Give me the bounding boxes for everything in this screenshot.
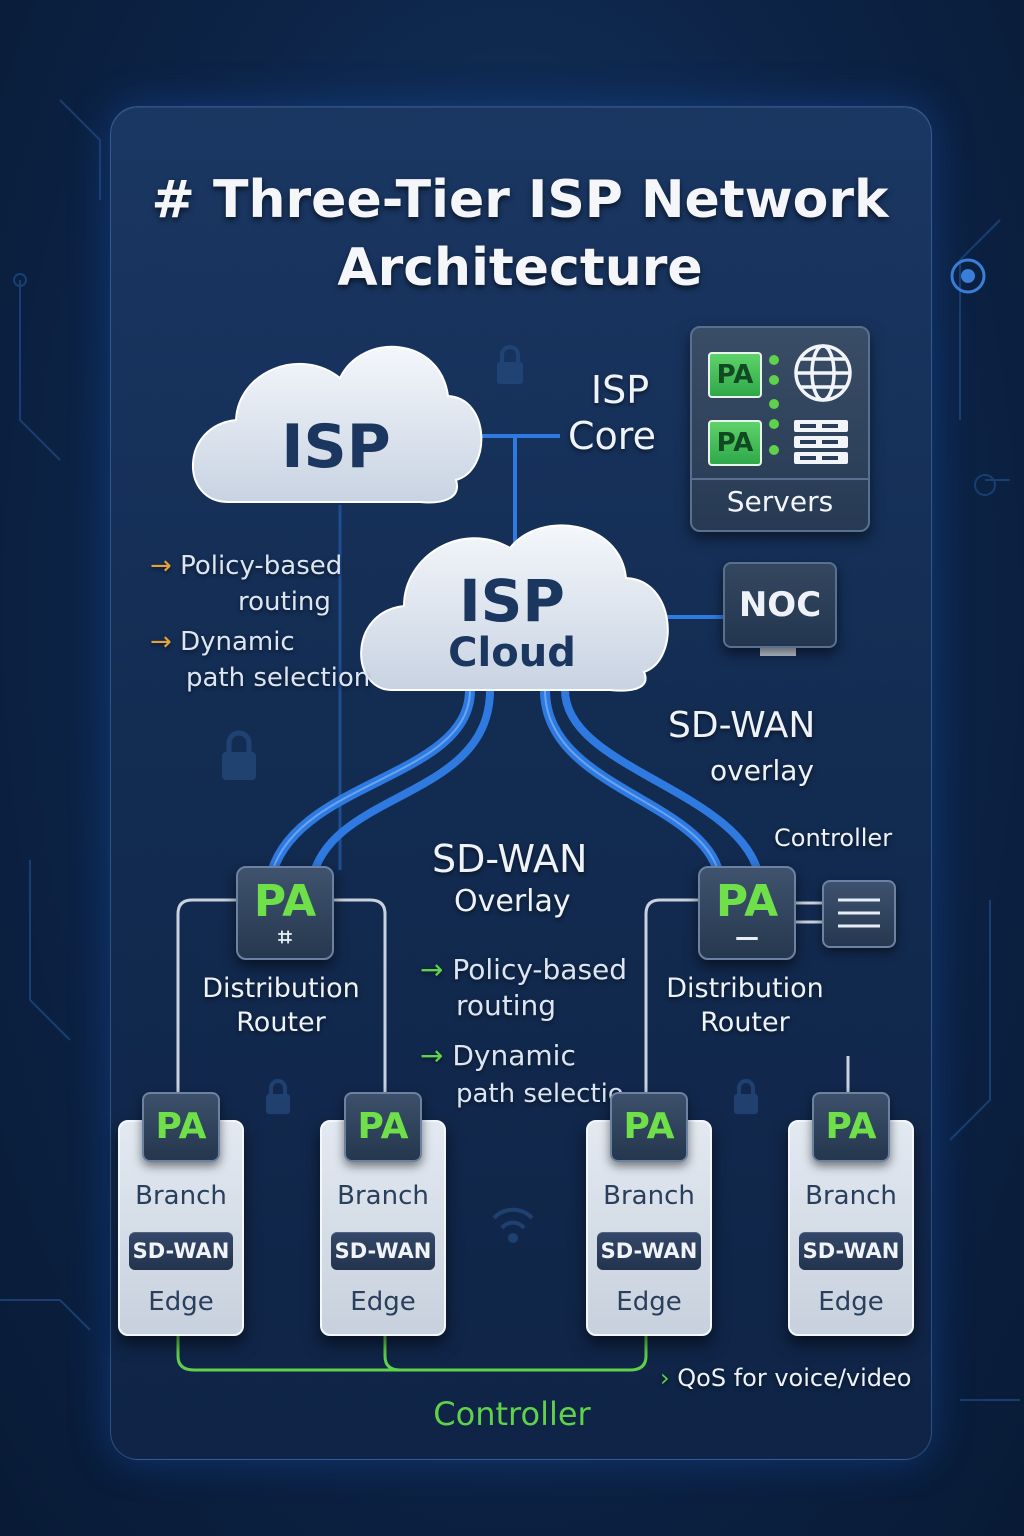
center-bullet-2: → Dynamic bbox=[420, 1039, 576, 1072]
target-node-icon bbox=[950, 258, 986, 294]
isp-cloud-center-label-2: Cloud bbox=[448, 630, 576, 676]
branch-edge-card[interactable]: Branch SD-WAN Edge bbox=[320, 1120, 446, 1336]
edge-pa-badge: PA bbox=[812, 1092, 890, 1162]
edge-branch-label: Branch bbox=[603, 1181, 695, 1211]
router-right-label-1: Distribution bbox=[666, 973, 824, 1004]
left-bullet-2: → Dynamic bbox=[150, 627, 295, 657]
qos-label: › QoS for voice/video bbox=[660, 1364, 912, 1392]
lock-icon bbox=[266, 1079, 290, 1114]
arrow-icon: → bbox=[150, 551, 172, 581]
sdwan-badge: SD-WAN bbox=[331, 1232, 435, 1270]
diagram-title-line2: Architecture bbox=[337, 238, 703, 298]
branch-edge-card[interactable]: Branch SD-WAN Edge bbox=[118, 1120, 244, 1336]
edge-pa-badge: PA bbox=[344, 1092, 422, 1162]
distribution-router-right[interactable]: PA — bbox=[698, 866, 796, 960]
sdwan-badge: SD-WAN bbox=[129, 1232, 233, 1270]
edge-branch-label: Branch bbox=[337, 1181, 429, 1211]
center-bullet-1: → Policy-based bbox=[420, 953, 628, 986]
branch-edge-card[interactable]: Branch SD-WAN Edge bbox=[586, 1120, 712, 1336]
controller-bottom-label: Controller bbox=[433, 1395, 591, 1433]
edge-edge-label: Edge bbox=[350, 1287, 416, 1317]
isp-cloud-center-label-1: ISP bbox=[459, 567, 565, 635]
sdwan-overlay-right-1: SD-WAN bbox=[668, 705, 816, 746]
lock-icon bbox=[734, 1079, 758, 1114]
isp-cloud-center-shape bbox=[360, 524, 669, 692]
edge-edge-label: Edge bbox=[818, 1287, 884, 1317]
arrow-icon: → bbox=[150, 627, 172, 657]
sdwan-overlay-center-1: SD-WAN bbox=[432, 837, 588, 881]
edge-edge-label: Edge bbox=[616, 1287, 682, 1317]
chevron-right-icon: › bbox=[660, 1364, 670, 1392]
edge-pa-badge: PA bbox=[610, 1092, 688, 1162]
left-bullet-2-cont: path selection bbox=[186, 663, 371, 693]
router-left-label-1: Distribution bbox=[202, 973, 360, 1004]
router-port-icon: — bbox=[735, 923, 759, 951]
server-pa-badge: PA bbox=[708, 420, 762, 466]
globe-icon bbox=[794, 344, 852, 402]
servers-box[interactable]: PA PA Servers bbox=[690, 326, 870, 532]
router-left-label-2: Router bbox=[236, 1007, 326, 1038]
sdwan-badge: SD-WAN bbox=[597, 1232, 701, 1270]
servers-label: Servers bbox=[726, 485, 834, 518]
isp-cloud-label: ISP bbox=[281, 412, 391, 482]
edge-pa-badge: PA bbox=[142, 1092, 220, 1162]
edge-edge-label: Edge bbox=[148, 1287, 214, 1317]
isp-core-label-2: Core bbox=[568, 414, 656, 458]
router-port-icon: ⌗ bbox=[278, 923, 292, 951]
server-pa-badge: PA bbox=[708, 352, 762, 398]
lock-icon bbox=[497, 345, 523, 384]
router-pa-label: PA bbox=[253, 876, 317, 927]
arrow-icon: → bbox=[420, 1039, 444, 1072]
wifi-icon bbox=[492, 1207, 534, 1243]
left-bullet-1: → Policy-based bbox=[150, 551, 343, 581]
left-bullet-1-cont: routing bbox=[238, 587, 331, 617]
router-right-label-2: Router bbox=[700, 1007, 790, 1038]
center-bullet-2-cont: path selectio bbox=[456, 1079, 624, 1109]
controller-label-right: Controller bbox=[774, 824, 893, 852]
center-bullet-1-cont: routing bbox=[456, 989, 557, 1022]
status-leds bbox=[769, 355, 779, 455]
edge-branch-label: Branch bbox=[135, 1181, 227, 1211]
diagram-title-line1: # Three-Tier ISP Network bbox=[151, 170, 889, 230]
sdwan-overlay-right-2: overlay bbox=[710, 754, 814, 787]
isp-cloud-shape bbox=[192, 345, 483, 504]
arrow-icon: → bbox=[420, 953, 444, 986]
distribution-router-left[interactable]: PA ⌗ bbox=[236, 866, 334, 960]
sdwan-overlay-center-2: Overlay bbox=[454, 884, 571, 919]
server-rack-icon bbox=[794, 420, 848, 464]
controller-list-icon bbox=[838, 898, 880, 928]
sdwan-badge: SD-WAN bbox=[799, 1232, 903, 1270]
controller-box[interactable] bbox=[822, 880, 896, 948]
noc-box[interactable]: NOC bbox=[723, 562, 837, 648]
lock-icon bbox=[222, 730, 256, 780]
router-pa-label: PA bbox=[715, 876, 779, 927]
isp-core-label-1: ISP bbox=[590, 368, 650, 412]
edge-branch-label: Branch bbox=[805, 1181, 897, 1211]
